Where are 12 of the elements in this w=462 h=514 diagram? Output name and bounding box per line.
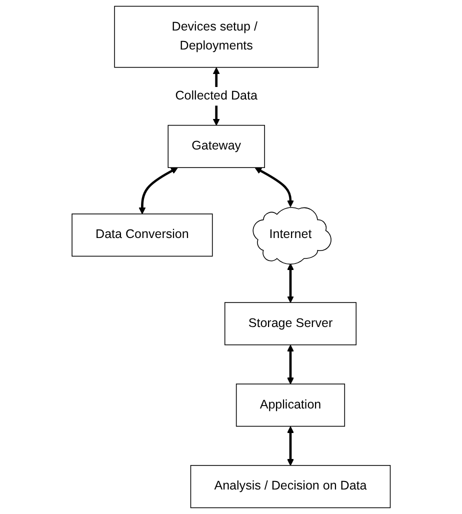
arrow: [286, 263, 294, 303]
arrow: [286, 344, 294, 384]
edge-label: Collected Data: [175, 89, 258, 103]
node-box: Gateway: [168, 124, 265, 168]
arrow: [254, 167, 294, 208]
arrow: [286, 426, 294, 466]
arrow: [138, 167, 178, 214]
node-box: Devices setup / Deployments: [114, 6, 318, 68]
node-box: Data Conversion: [72, 214, 213, 257]
node-box: Application: [236, 384, 345, 427]
node-box: Analysis / Decision on Data: [190, 465, 390, 508]
node-box: Storage Server: [224, 302, 356, 346]
